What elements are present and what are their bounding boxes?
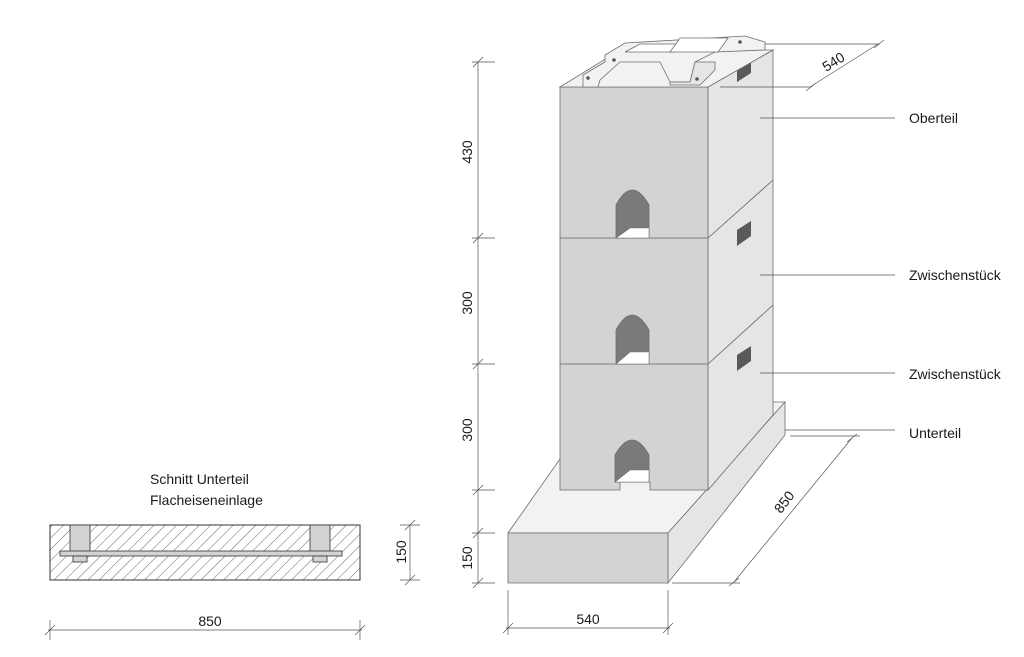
section-nut-left (72, 555, 88, 563)
section-height-label: 150 (393, 540, 409, 564)
section-flat-iron-bar (59, 550, 343, 557)
plate-bolt-hole (695, 77, 699, 81)
dimension-height-unterteil: 150 (459, 546, 475, 570)
plate-bolt-hole (738, 40, 742, 44)
dimension-base-width: 540 (576, 611, 600, 627)
plate-bolt-hole (612, 58, 616, 62)
dimension-height-oberteil: 430 (459, 140, 475, 164)
section-title-line1: Schnitt Unterteil (150, 471, 249, 487)
plate-bolt-hole (586, 76, 590, 80)
dimension-top-depth: 540 (819, 49, 847, 75)
block-lower-front-face (559, 363, 709, 491)
block-oberteil-arch-opening (615, 189, 650, 239)
label-unterteil: Unterteil (909, 425, 961, 441)
plate-bracket-right (669, 61, 716, 86)
label-oberteil: Oberteil (909, 110, 958, 126)
isometric-stack: Oberteil Zwischenstück Zwischenstück Unt… (459, 35, 1002, 635)
component-labels: Oberteil Zwischenstück Zwischenstück Unt… (760, 110, 1002, 441)
block-oberteil (558, 35, 775, 239)
section-socket-left (69, 524, 91, 553)
dimension-base-depth: 850 (771, 488, 798, 516)
section-socket-right (309, 524, 331, 553)
section-width-dimension: 850 (44, 613, 366, 640)
dimension-height-zwischen-upper: 300 (459, 291, 475, 315)
height-dimension-chain: 430 300 300 150 (459, 56, 495, 589)
block-upper-side-slot (737, 221, 751, 246)
label-zwischenstueck-upper: Zwischenstück (909, 267, 1002, 283)
section-nut-right (312, 555, 328, 563)
plate-slot-right (669, 37, 729, 53)
block-zwischenstueck-upper (559, 179, 774, 365)
dimension-height-zwischen-lower: 300 (459, 418, 475, 442)
section-title-line2: Flacheiseneinlage (150, 492, 263, 508)
label-zwischenstueck-lower: Zwischenstück (909, 366, 1002, 382)
section-drawing: Schnitt Unterteil Flacheiseneinlage 150 (44, 471, 420, 640)
block-lower-side-slot (737, 346, 751, 371)
base-front-face (507, 532, 669, 584)
section-width-label: 850 (198, 613, 222, 629)
base-width-dimension: 540 (502, 590, 674, 635)
section-height-dimension: 150 (393, 519, 420, 586)
